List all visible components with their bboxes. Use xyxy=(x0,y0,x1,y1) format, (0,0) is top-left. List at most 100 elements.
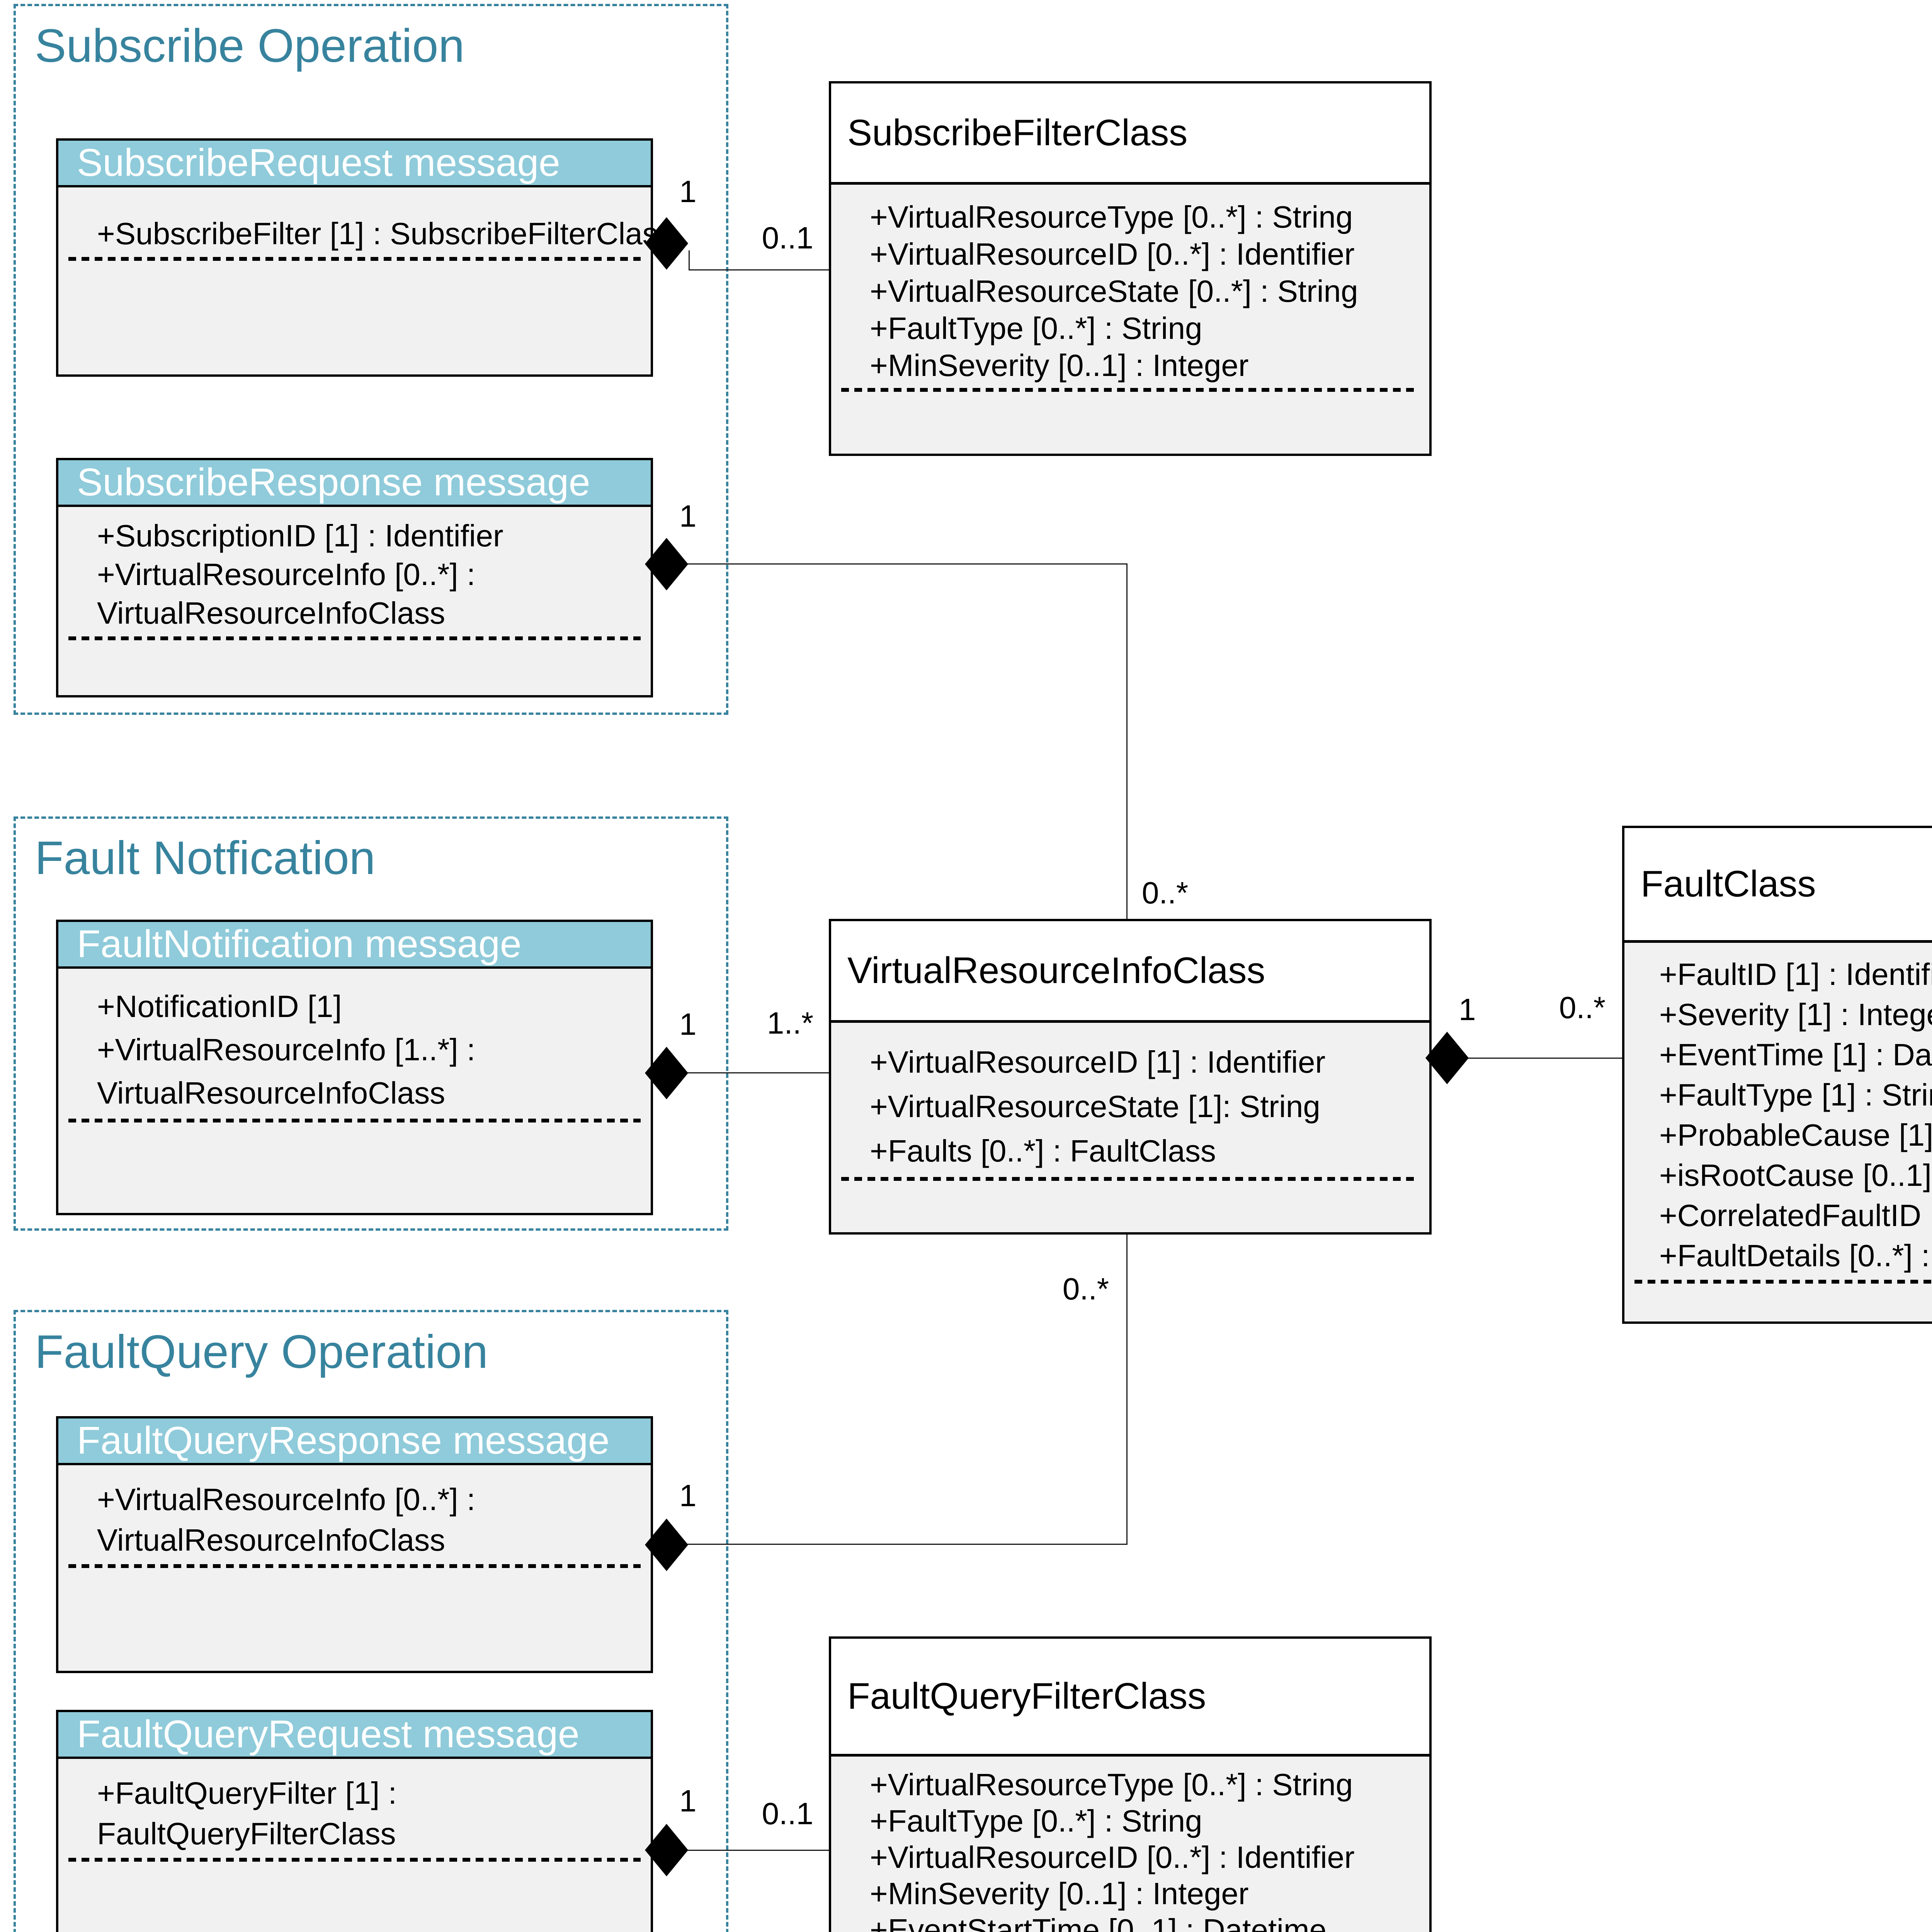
message-body: +SubscribeFilter [1] : SubscribeFilterCl… xyxy=(58,187,673,374)
attribute-line: +VirtualResourceID [1] : Identifier xyxy=(870,1045,1326,1079)
attribute-line: +VirtualResourceID [0..*] : Identifier xyxy=(870,1840,1355,1874)
attribute-line: +VirtualResourceInfo [0..*] : xyxy=(97,557,476,592)
message-header: FaultQueryRequest message xyxy=(58,1712,651,1759)
multiplicity-label: 1 xyxy=(1459,992,1476,1027)
message-header: SubscribeRequest message xyxy=(58,141,651,187)
attribute-line: +SubscribeFilter [1] : SubscribeFilterCl… xyxy=(97,216,673,251)
class-box-virtual-resource-info: VirtualResourceInfoClass +VirtualResourc… xyxy=(829,919,1432,1235)
attribute-line: +EventTime [1] : Datetime xyxy=(1659,1037,1932,1072)
message-header: FaultQueryResponse message xyxy=(58,1418,651,1465)
connector-vric-qresp-hseg xyxy=(687,1544,1128,1545)
message-body: +SubscriptionID [1] : Identifier +Virtua… xyxy=(58,507,651,695)
message-box-faultquery-request: FaultQueryRequest message +FaultQueryFil… xyxy=(56,1710,653,1932)
attribute-line: +NotificationID [1] xyxy=(97,989,342,1024)
composition-diamond-icon xyxy=(1425,1032,1469,1084)
class-title: VirtualResourceInfoClass xyxy=(847,950,1265,991)
section-subscribe-operation xyxy=(14,4,728,715)
section-fault-notification xyxy=(14,816,728,1231)
multiplicity-label: 1..* xyxy=(767,1006,813,1040)
multiplicity-label: 0..* xyxy=(1559,990,1605,1025)
section-title-fault-notification: Fault Notfication xyxy=(35,832,376,884)
connector-subreq-filter-vseg xyxy=(689,250,690,270)
attributes-separator xyxy=(68,636,641,640)
message-box-subscribe-response: SubscribeResponse message +SubscriptionI… xyxy=(56,458,653,697)
connector-vric-fault xyxy=(1468,1058,1623,1059)
attribute-line: +FaultType [0..*] : String xyxy=(870,311,1202,345)
message-body: +FaultQueryFilter [1] : FaultQueryFilter… xyxy=(58,1759,651,1932)
attribute-line: +FaultType [0..*] : String xyxy=(870,1804,1202,1838)
attribute-line: +EventStartTime [0..1] : Datetime xyxy=(870,1913,1327,1932)
message-title: FaultQueryRequest message xyxy=(77,1713,580,1756)
class-body: +VirtualResourceType [0..*] : String +Fa… xyxy=(831,1757,1429,1932)
class-body: +VirtualResourceType [0..*] : String +Vi… xyxy=(831,185,1429,454)
attribute-line: +isRootCause [0..1] : Boolean xyxy=(1659,1158,1932,1192)
class-title: FaultClass xyxy=(1641,863,1816,905)
class-box-faultquery-filter: FaultQueryFilterClass +VirtualResourceTy… xyxy=(829,1636,1432,1932)
message-box-fault-notification: FaultNotification message +NotificationI… xyxy=(56,920,653,1215)
connector-subreq-filter-hseg xyxy=(689,269,830,270)
class-header: FaultQueryFilterClass xyxy=(831,1639,1429,1757)
message-body: +NotificationID [1] +VirtualResourceInfo… xyxy=(58,969,651,1213)
attribute-line: +SubscriptionID [1] : Identifier xyxy=(97,519,503,553)
section-title-subscribe: Subscribe Operation xyxy=(35,19,465,72)
connector-subresp-vric-vseg xyxy=(1126,563,1128,920)
message-title: FaultNotification message xyxy=(77,922,522,966)
attribute-line: FaultQueryFilterClass xyxy=(97,1816,396,1851)
connector-notif-vric xyxy=(687,1072,830,1073)
attribute-line: VirtualResourceInfoClass xyxy=(97,1076,446,1110)
attributes-separator xyxy=(68,257,641,261)
attribute-line: +CorrelatedFaultID [0..*] : Identifier xyxy=(1659,1198,1932,1233)
attribute-line: +VirtualResourceState [1]: String xyxy=(870,1089,1320,1124)
attribute-line: +VirtualResourceType [0..*] : String xyxy=(870,200,1353,234)
message-body: +VirtualResourceInfo [0..*] : VirtualRes… xyxy=(58,1465,651,1671)
class-title: FaultQueryFilterClass xyxy=(847,1675,1206,1717)
message-title: FaultQueryResponse message xyxy=(77,1419,610,1462)
message-header: FaultNotification message xyxy=(58,922,651,969)
attribute-line: +Severity [1] : Integer xyxy=(1659,997,1932,1032)
attributes-separator xyxy=(841,388,1419,392)
section-faultquery-operation xyxy=(14,1310,728,1932)
connector-qreq-filter xyxy=(687,1850,830,1851)
multiplicity-label: 1 xyxy=(679,1784,697,1818)
attribute-line: VirtualResourceInfoClass xyxy=(97,1523,446,1557)
connector-subresp-vric-hseg xyxy=(687,563,1128,565)
attribute-line: +VirtualResourceID [0..*] : Identifier xyxy=(870,237,1355,271)
attributes-separator xyxy=(68,1119,641,1122)
message-box-faultquery-response: FaultQueryResponse message +VirtualResou… xyxy=(56,1416,653,1673)
class-header: SubscribeFilterClass xyxy=(831,83,1429,185)
message-box-subscribe-request: SubscribeRequest message +SubscribeFilte… xyxy=(56,138,673,377)
attribute-line: +FaultID [1] : Identifier xyxy=(1659,957,1932,992)
attribute-line: +Faults [0..*] : FaultClass xyxy=(870,1134,1216,1168)
multiplicity-label: 0..1 xyxy=(762,221,813,255)
message-title: SubscribeResponse message xyxy=(77,461,590,504)
class-body: +VirtualResourceID [1] : Identifier +Vir… xyxy=(831,1023,1429,1232)
class-box-fault: FaultClass +FaultID [1] : Identifier +Se… xyxy=(1622,826,1932,1324)
attributes-separator xyxy=(68,1564,641,1568)
multiplicity-label: 0..* xyxy=(1062,1272,1109,1306)
multiplicity-label: 1 xyxy=(679,174,697,209)
attribute-line: +VirtualResourceState [0..*] : String xyxy=(870,274,1358,308)
attribute-line: +FaultQueryFilter [1] : xyxy=(97,1776,397,1810)
section-title-faultquery: FaultQuery Operation xyxy=(35,1325,488,1378)
multiplicity-label: 0..* xyxy=(1142,876,1189,910)
multiplicity-label: 0..1 xyxy=(762,1796,813,1831)
message-title: SubscribeRequest message xyxy=(77,141,560,184)
multiplicity-label: 1 xyxy=(679,1007,697,1041)
class-title: SubscribeFilterClass xyxy=(847,112,1188,153)
multiplicity-label: 1 xyxy=(679,1478,697,1513)
class-header: VirtualResourceInfoClass xyxy=(831,921,1429,1023)
class-box-subscribe-filter: SubscribeFilterClass +VirtualResourceTyp… xyxy=(829,81,1432,456)
attributes-separator xyxy=(841,1177,1419,1181)
message-header: SubscribeResponse message xyxy=(58,460,651,507)
attributes-separator xyxy=(68,1858,641,1862)
attribute-line: +ProbableCause [1] xyxy=(1659,1118,1932,1152)
class-body: +FaultID [1] : Identifier +Severity [1] … xyxy=(1624,943,1932,1321)
attribute-line: +VirtualResourceType [0..*] : String xyxy=(870,1767,1353,1802)
attribute-line: +VirtualResourceInfo [1..*] : xyxy=(97,1032,476,1067)
attribute-line: +VirtualResourceInfo [0..*] : xyxy=(97,1482,476,1517)
attributes-separator xyxy=(1634,1280,1932,1284)
attribute-line: +MinSeverity [0..1] : Integer xyxy=(870,348,1249,383)
connector-vric-qresp-vseg xyxy=(1126,1235,1128,1545)
attribute-line: +FaultType [1] : String xyxy=(1659,1078,1932,1112)
